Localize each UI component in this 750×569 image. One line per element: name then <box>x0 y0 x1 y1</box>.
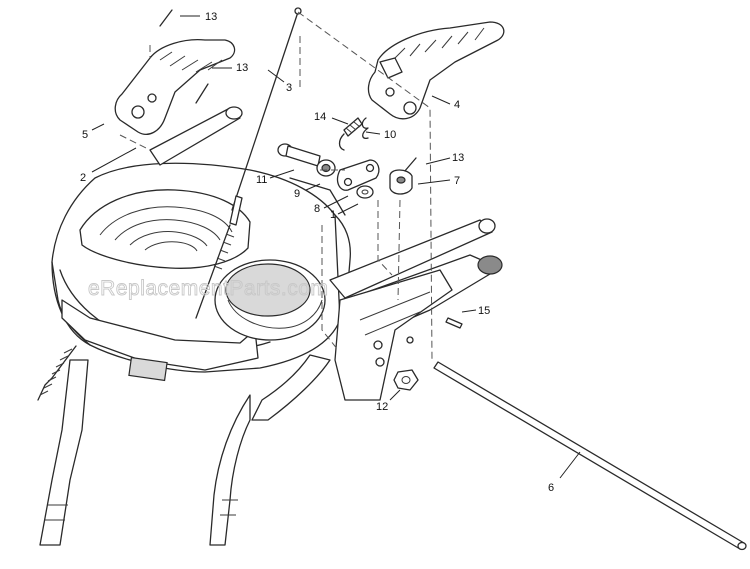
callout-leaders <box>91 15 581 479</box>
callout-13-grip: 13 <box>236 62 248 74</box>
callout-11: 11 <box>256 174 267 186</box>
link-plate-part-8 <box>336 159 380 191</box>
callout-8: 8 <box>314 203 320 215</box>
callout-13-right: 13 <box>452 152 464 164</box>
callout-6: 6 <box>548 482 554 494</box>
engine-housing <box>51 162 351 382</box>
nut-part-12 <box>393 369 419 391</box>
handle-frame <box>37 106 503 546</box>
callout-5: 5 <box>82 129 88 141</box>
callout-4: 4 <box>454 99 460 111</box>
shoulder-bolt-part-11 <box>277 143 321 167</box>
spring-part-10 <box>361 117 369 140</box>
callout-10: 10 <box>384 129 396 141</box>
bushing-part-7 <box>389 169 413 195</box>
callout-2: 2 <box>80 172 86 184</box>
pin-part-15 <box>445 317 463 329</box>
right-grip-part-4 <box>367 21 505 120</box>
watermark-text: eReplacementParts.com <box>88 277 328 300</box>
callout-13-top: 13 <box>205 11 217 23</box>
callout-15: 15 <box>478 305 490 317</box>
callout-3: 3 <box>286 82 292 94</box>
callout-1: 1 <box>330 209 336 221</box>
callout-7: 7 <box>454 175 460 187</box>
roll-pins-part-13 <box>159 9 417 173</box>
bushing-part-9 <box>316 159 336 177</box>
assembly-lines <box>119 11 433 361</box>
callouts: 13 13 3 5 4 14 10 2 13 11 7 9 8 1 15 12 … <box>80 11 554 494</box>
callout-12: 12 <box>376 401 388 413</box>
control-rod-part-3 <box>195 7 302 319</box>
washer-part-1 <box>356 185 374 199</box>
left-grip-part-5 <box>114 39 236 135</box>
callout-14: 14 <box>314 111 326 123</box>
spring-part-14 <box>338 117 363 151</box>
callout-9: 9 <box>294 188 300 200</box>
long-rod-part-6 <box>433 361 747 551</box>
